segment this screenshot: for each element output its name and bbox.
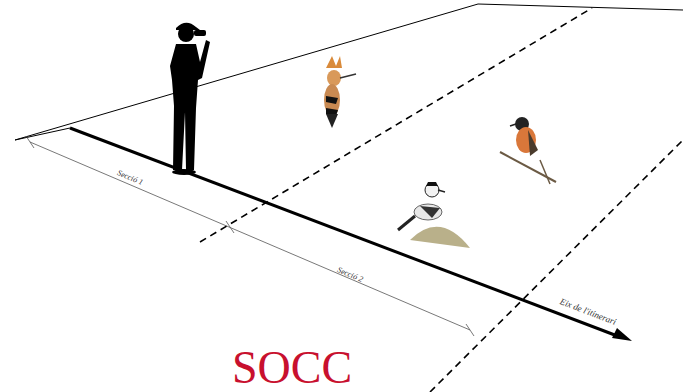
dimension-tick	[226, 221, 234, 233]
bird-wing	[420, 206, 440, 218]
bird-bill	[510, 124, 516, 126]
bird-tail	[326, 114, 338, 128]
observer-silhouette	[170, 23, 210, 175]
dimension-tick	[466, 324, 474, 336]
bird-cap	[426, 182, 438, 186]
stonechat-bird	[500, 117, 556, 184]
bird-bill	[438, 190, 445, 192]
binoculars	[194, 30, 206, 36]
watermark-logo: SOCC	[232, 345, 352, 391]
dimension-tick	[26, 136, 34, 148]
observer-cap	[176, 23, 200, 30]
bird-wing-bars	[326, 96, 338, 116]
bird-head	[425, 183, 439, 197]
left-edge-line	[15, 128, 70, 140]
section-label: Secció 2	[336, 266, 364, 284]
top-edge-line	[478, 4, 683, 10]
section-divider	[200, 8, 592, 242]
wagtail-bird	[398, 182, 470, 248]
hoopoe-bird	[324, 56, 356, 128]
itinerary-axis	[70, 128, 620, 337]
bird-body	[414, 204, 442, 220]
axis-label: Eix de l'itinerari	[559, 297, 618, 327]
dimension-line	[30, 142, 470, 330]
section-dimensions	[26, 136, 474, 336]
observer-body	[170, 40, 210, 170]
band-outline	[15, 4, 683, 392]
axis-arrowhead	[612, 328, 632, 341]
far-edge-line	[15, 4, 478, 140]
section-label: Secció 1	[116, 169, 144, 187]
section-divider	[430, 140, 683, 392]
bird-body	[324, 84, 340, 116]
observer-feet	[172, 169, 196, 175]
bird-rock	[410, 227, 470, 248]
bird-perch	[540, 160, 550, 184]
bird-wing	[528, 130, 538, 156]
bird-crest	[326, 56, 342, 68]
bird-tail	[398, 216, 415, 230]
bird-bill	[340, 74, 356, 78]
bird-head	[327, 70, 341, 86]
